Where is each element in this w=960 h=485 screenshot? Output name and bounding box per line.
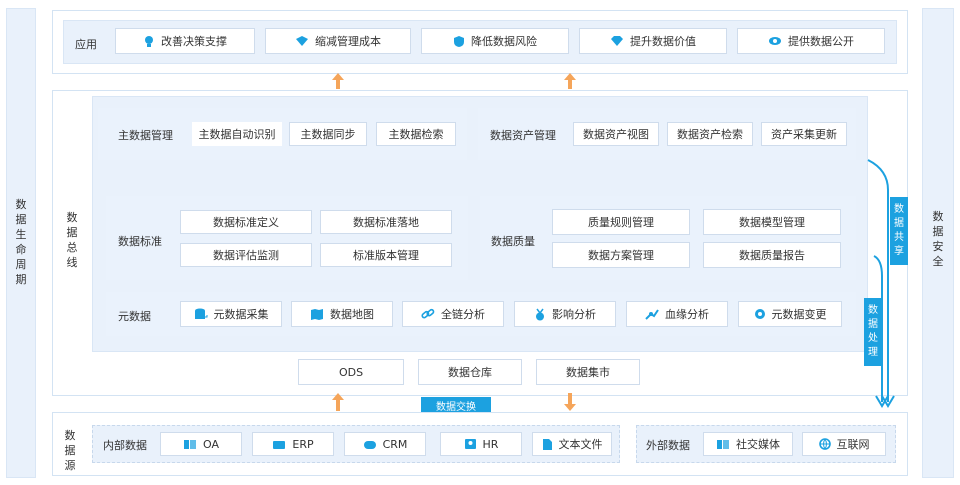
app-item-label: 缩减管理成本 [315,35,381,48]
hr-icon [464,439,476,449]
app-item-open[interactable]: 提供数据公开 [737,28,885,54]
meta-map-button[interactable]: 数据地图 [291,301,393,327]
master-search-button[interactable]: 主数据检索 [376,122,456,146]
meta-item-label: 全链分析 [441,308,485,321]
meta-chain-button[interactable]: 全链分析 [402,301,504,327]
app-item-value[interactable]: 提升数据价值 [579,28,727,54]
quality-rule-button[interactable]: 质量规则管理 [552,209,690,235]
internal-data-label: 内部数据 [103,439,147,452]
arrow-up-icon [332,73,344,89]
quality-model-button[interactable]: 数据模型管理 [703,209,841,235]
source-item-label: OA [203,437,219,451]
source-item-label: 社交媒体 [736,438,780,451]
app-item-decision[interactable]: 改善决策支撑 [115,28,255,54]
quality-plan-button[interactable]: 数据方案管理 [552,242,690,268]
meta-lineage-button[interactable]: 血缘分析 [626,301,728,327]
standard-define-button[interactable]: 数据标准定义 [180,210,312,234]
asset-search-button[interactable]: 数据资产检索 [667,122,753,146]
lifecycle-column: 数据生命周期 [6,8,36,478]
data-warehouse-button[interactable]: 数据仓库 [418,359,522,385]
link-icon [421,308,435,319]
source-internet-button[interactable]: 互联网 [802,432,886,456]
app-item-label: 提供数据公开 [788,35,854,48]
source-crm-button[interactable]: CRM [344,432,426,456]
standard-version-button[interactable]: 标准版本管理 [320,243,452,267]
master-sync-button[interactable]: 主数据同步 [289,122,367,146]
quality-label: 数据质量 [491,235,535,248]
asset-view-button[interactable]: 数据资产视图 [573,122,659,146]
lineage-icon [645,309,659,320]
metadata-label: 元数据 [118,310,151,323]
source-item-label: ERP [292,437,314,451]
oa-icon [184,439,196,449]
source-item-label: CRM [382,437,408,451]
meta-item-label: 数据地图 [330,308,374,321]
diamond-icon [611,36,623,46]
meta-collect-button[interactable]: 元数据采集 [180,301,282,327]
meta-item-label: 血缘分析 [665,308,709,321]
app-item-risk[interactable]: 降低数据风险 [421,28,569,54]
source-textfile-button[interactable]: 文本文件 [532,432,612,456]
arrow-up-icon [564,73,576,89]
meta-impact-button[interactable]: 影响分析 [514,301,616,327]
external-data-label: 外部数据 [646,439,690,452]
master-data-label: 主数据管理 [118,129,173,142]
master-auto-identify-button[interactable]: 主数据自动识别 [192,122,282,146]
arrow-up-icon [332,393,344,411]
meta-item-label: 元数据变更 [771,308,827,321]
source-oa-button[interactable]: OA [160,432,242,456]
security-label: 数据安全 [932,210,944,268]
cost-cut-icon [296,36,308,46]
crm-icon [363,440,376,449]
meta-item-label: 元数据采集 [213,308,269,321]
eye-icon [769,37,781,45]
arrow-down-icon [564,393,576,411]
lifecycle-label: 数据生命周期 [15,198,27,286]
source-item-label: 文本文件 [558,438,603,451]
source-item-label: 互联网 [836,438,870,451]
standard-label: 数据标准 [118,235,162,248]
security-column: 数据安全 [922,8,954,478]
app-item-label: 提升数据价值 [630,35,696,48]
asset-label: 数据资产管理 [490,129,556,142]
medal-icon [536,308,544,320]
application-label: 应用 [75,38,97,51]
file-icon [542,438,552,450]
lightbulb-icon [145,36,153,47]
data-mart-button[interactable]: 数据集市 [536,359,640,385]
database-icon [194,308,207,319]
application-layer: 应用 改善决策支撑 缩减管理成本 降低数据风险 提升数据价值 提供数据公开 [52,10,908,74]
quality-report-button[interactable]: 数据质量报告 [703,242,841,268]
meta-item-label: 影响分析 [552,308,596,321]
data-exchange-badge: 数据交换 [421,397,491,413]
app-item-label: 降低数据风险 [471,35,537,48]
data-source-label: 数据源 [64,429,76,472]
shield-icon [454,35,464,47]
standard-implement-button[interactable]: 数据标准落地 [320,210,452,234]
data-bus-label: 数据总线 [66,211,78,269]
meta-change-button[interactable]: 元数据变更 [738,301,842,327]
erp-icon [273,440,286,449]
app-item-label: 改善决策支撑 [161,35,227,48]
app-item-cost[interactable]: 缩减管理成本 [265,28,411,54]
ods-button[interactable]: ODS [298,359,404,385]
map-icon [311,309,323,320]
globe-icon [818,438,831,450]
standard-monitor-button[interactable]: 数据评估监测 [180,243,312,267]
data-share-badge: 数据共享 [890,197,908,265]
source-social-button[interactable]: 社交媒体 [703,432,793,456]
asset-update-button[interactable]: 资产采集更新 [761,122,847,146]
flow-lines [867,159,895,408]
source-item-label: HR [482,437,499,451]
data-process-badge: 数据处理 [864,298,882,366]
source-hr-button[interactable]: HR [440,432,522,456]
source-erp-button[interactable]: ERP [252,432,334,456]
social-media-icon [717,439,729,449]
change-icon [754,309,765,319]
